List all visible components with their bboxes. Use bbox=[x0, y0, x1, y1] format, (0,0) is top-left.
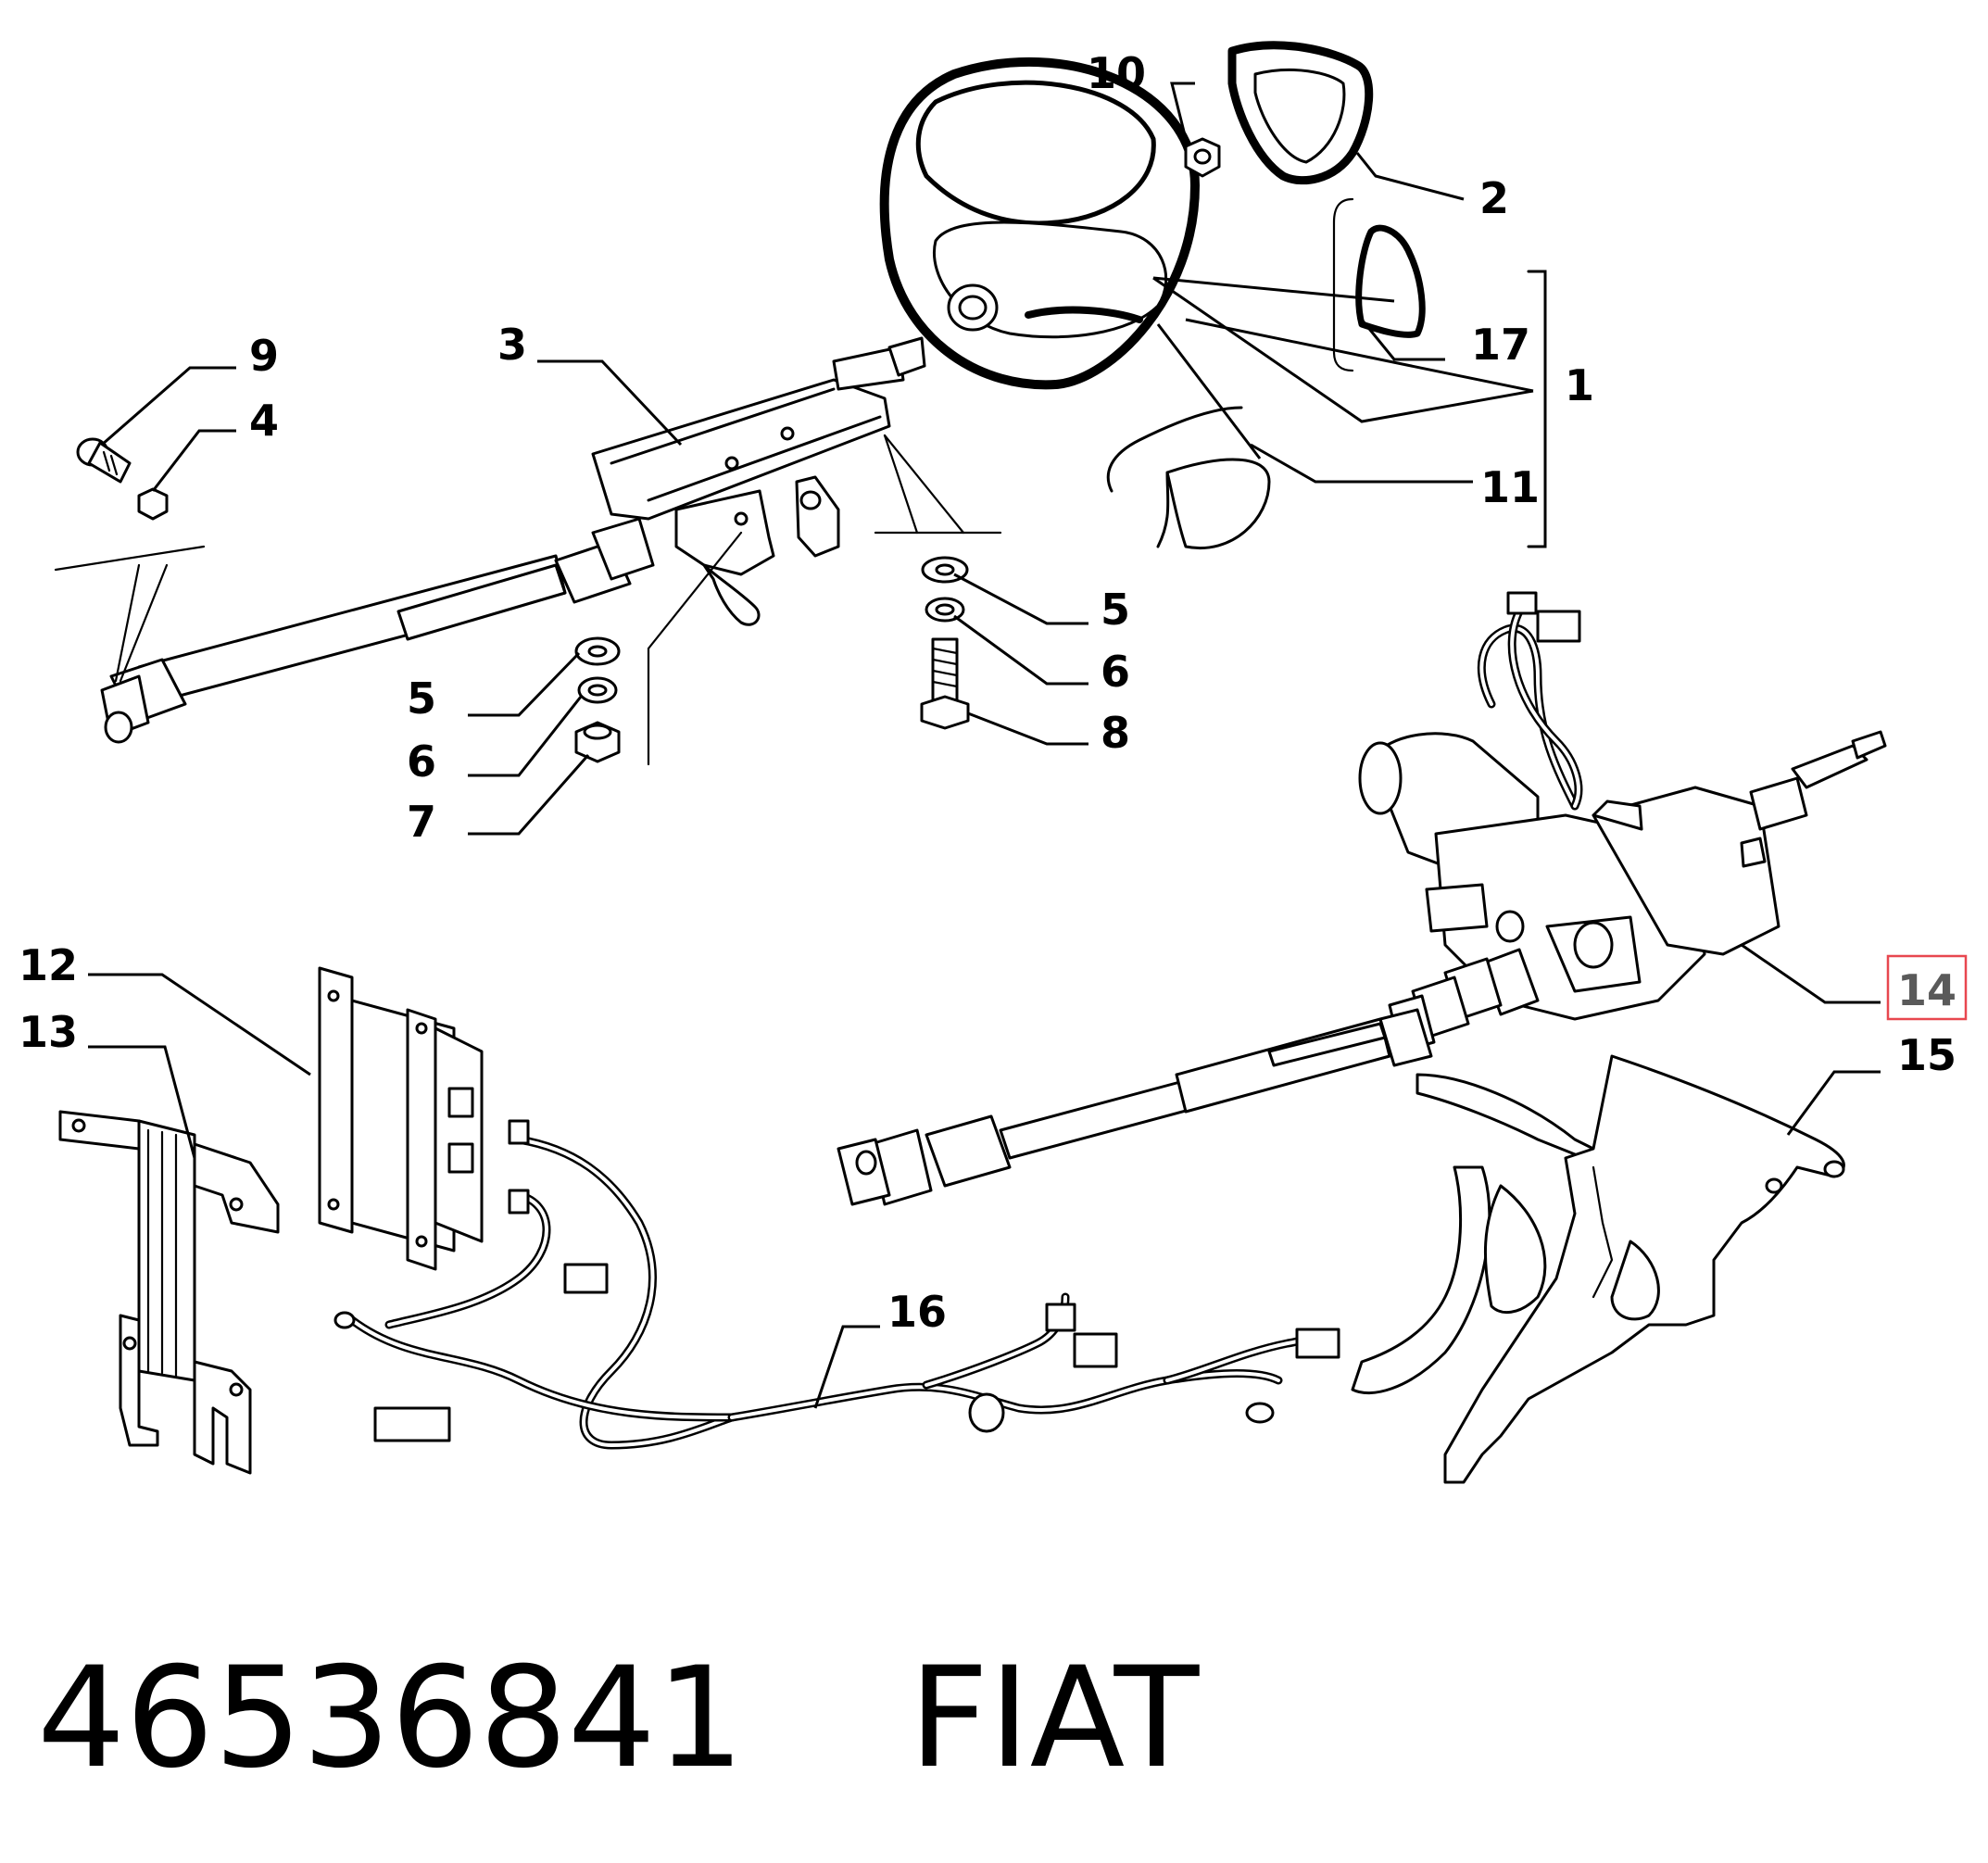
highlight-box-14 bbox=[1886, 954, 1968, 1021]
wiring-harness-16 bbox=[333, 1119, 1340, 1450]
callout-5-left: 5 bbox=[407, 673, 436, 724]
bolt-9 bbox=[76, 437, 132, 484]
callout-3: 3 bbox=[497, 320, 527, 370]
steering-column-upper bbox=[591, 336, 926, 626]
callout-9: 9 bbox=[249, 331, 279, 381]
callout-13: 13 bbox=[19, 1007, 78, 1057]
column-bracket-lines bbox=[647, 434, 1002, 766]
callout-8: 8 bbox=[1101, 708, 1130, 758]
support-bracket-15 bbox=[1351, 1054, 1845, 1484]
intermediate-shaft bbox=[54, 517, 655, 744]
part-number: 46536841 bbox=[37, 1638, 745, 1799]
bracket-1-group bbox=[1527, 270, 1547, 548]
callout-4: 4 bbox=[249, 396, 279, 446]
mounting-bracket-13 bbox=[58, 1110, 280, 1475]
eps-intermediate-shaft bbox=[837, 1008, 1433, 1206]
eps-column bbox=[1358, 730, 1887, 1053]
part-caption: 46536841 FIAT bbox=[37, 1640, 1199, 1797]
callout-12: 12 bbox=[19, 940, 78, 990]
callout-6-left: 6 bbox=[407, 736, 436, 787]
nut-7 bbox=[574, 721, 621, 763]
control-unit-12 bbox=[318, 966, 484, 1271]
callout-7: 7 bbox=[407, 797, 436, 847]
horn-button bbox=[1355, 224, 1426, 338]
callout-17: 17 bbox=[1471, 320, 1530, 370]
callout-2: 2 bbox=[1479, 173, 1509, 223]
trim-cover-11 bbox=[1106, 406, 1271, 549]
washer-6-left bbox=[577, 676, 618, 704]
washer-5-left bbox=[574, 636, 621, 666]
callout-14-highlighted: 14 bbox=[1897, 965, 1957, 1015]
callout-1: 1 bbox=[1565, 360, 1594, 410]
callout-6-right: 6 bbox=[1101, 647, 1130, 697]
nut-4 bbox=[137, 487, 169, 521]
eps-wiring bbox=[1477, 591, 1583, 811]
steering-wheel bbox=[879, 57, 1200, 390]
horn-pad-cover bbox=[1227, 41, 1374, 185]
callout-5-right: 5 bbox=[1101, 585, 1130, 635]
callout-16: 16 bbox=[887, 1287, 947, 1337]
bracket-17-group bbox=[1332, 197, 1354, 372]
callout-15: 15 bbox=[1897, 1030, 1957, 1080]
washer-6-right bbox=[925, 597, 965, 623]
brand-name: FIAT bbox=[909, 1638, 1200, 1799]
callout-11: 11 bbox=[1480, 462, 1540, 512]
bolt-8 bbox=[920, 637, 970, 730]
callout-10: 10 bbox=[1087, 48, 1146, 98]
leader-lines bbox=[88, 82, 1881, 1409]
callout-labels: 1 2 3 4 5 5 6 6 7 8 9 10 11 12 13 14 15 … bbox=[19, 48, 1968, 1337]
nut-10 bbox=[1184, 137, 1221, 178]
